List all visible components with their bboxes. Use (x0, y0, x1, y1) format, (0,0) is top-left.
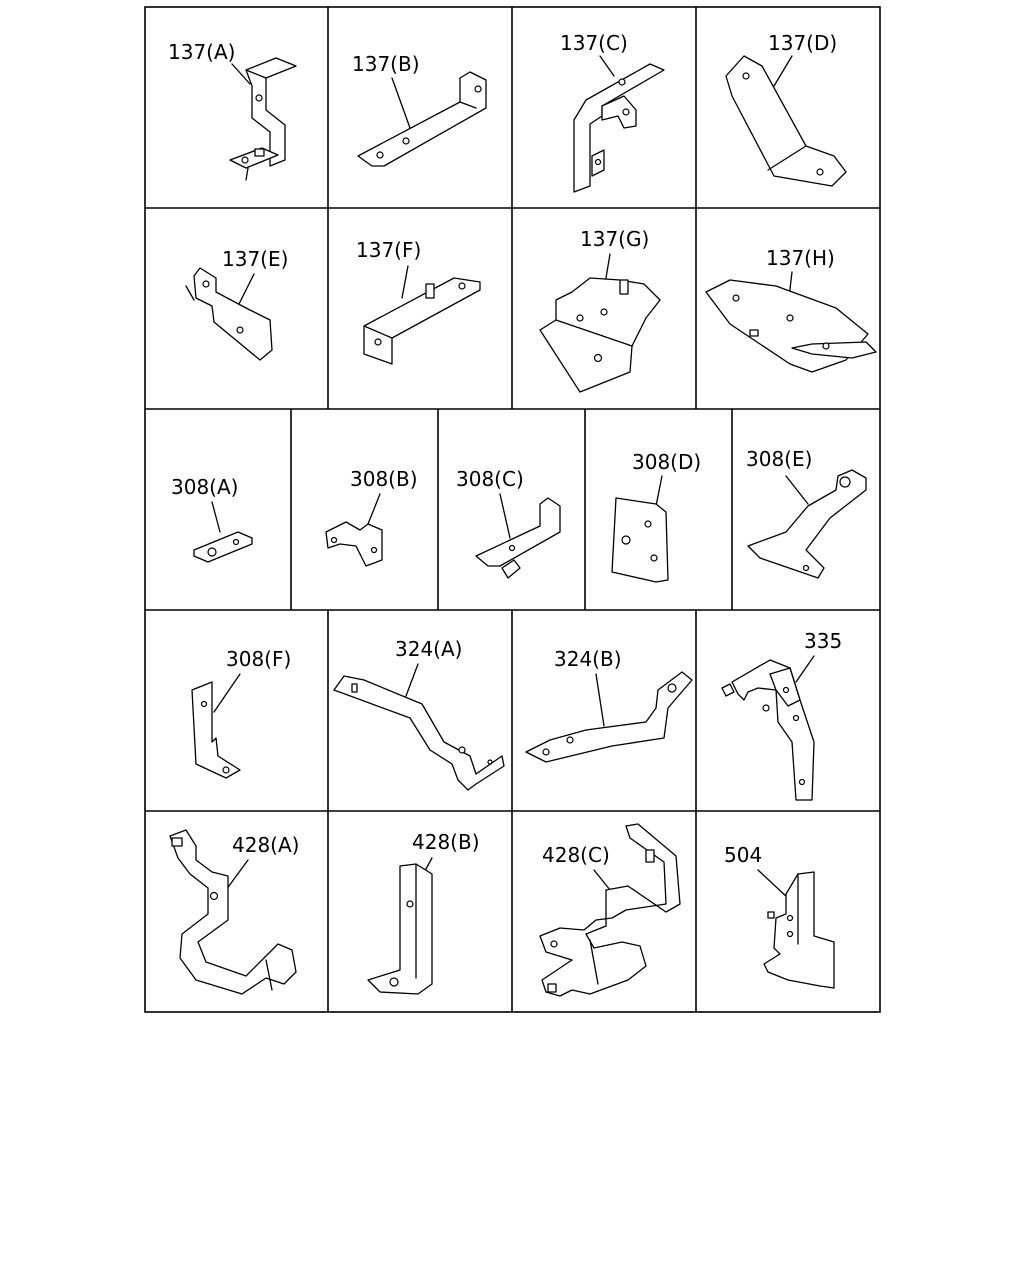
part-cell-335: 335 (721, 629, 842, 801)
part-label-308f: 308(F) (226, 647, 291, 671)
part-label-428c: 428(C) (542, 843, 610, 867)
part-cell-137b: 137(B) (352, 52, 487, 167)
part-label-137f: 137(F) (356, 238, 421, 262)
part-cell-308b: 308(B) (325, 467, 418, 567)
part-cell-428b: 428(B) (367, 830, 480, 995)
part-cell-504: 504 (724, 843, 835, 989)
part-label-137a: 137(A) (168, 40, 235, 64)
part-label-324a: 324(A) (395, 637, 462, 661)
part-label-308b: 308(B) (350, 467, 418, 491)
grid-lines (144, 6, 881, 1013)
part-cell-428a: 428(A) (169, 829, 299, 995)
part-cell-308a: 308(A) (171, 475, 253, 563)
part-cell-308f: 308(F) (191, 647, 291, 779)
part-cell-324b: 324(B) (525, 647, 693, 763)
part-cell-137c: 137(C) (560, 31, 665, 193)
part-cell-137a: 137(A) (168, 40, 297, 181)
part-label-504: 504 (724, 843, 762, 867)
part-label-308e: 308(E) (746, 447, 812, 471)
part-label-335: 335 (804, 629, 842, 653)
part-cell-308d: 308(D) (611, 450, 701, 583)
part-label-137b: 137(B) (352, 52, 420, 76)
part-label-137e: 137(E) (222, 247, 288, 271)
part-cell-308c: 308(C) (456, 467, 561, 579)
part-label-308d: 308(D) (632, 450, 701, 474)
part-label-308a: 308(A) (171, 475, 238, 499)
part-cell-137h: 137(H) (705, 246, 877, 373)
part-label-137h: 137(H) (766, 246, 835, 270)
part-cell-324a: 324(A) (333, 637, 505, 791)
part-cell-137e: 137(E) (185, 247, 288, 361)
part-cell-308e: 308(E) (746, 447, 867, 579)
part-label-428b: 428(B) (412, 830, 480, 854)
part-label-428a: 428(A) (232, 833, 299, 857)
part-label-137d: 137(D) (768, 31, 837, 55)
part-label-308c: 308(C) (456, 467, 524, 491)
part-label-324b: 324(B) (554, 647, 622, 671)
part-cell-137d: 137(D) (725, 31, 847, 187)
part-cell-137g: 137(G) (539, 227, 661, 393)
part-label-137c: 137(C) (560, 31, 628, 55)
part-cell-428c: 428(C) (539, 823, 681, 997)
part-cell-137f: 137(F) (356, 238, 481, 365)
part-label-137g: 137(G) (580, 227, 649, 251)
